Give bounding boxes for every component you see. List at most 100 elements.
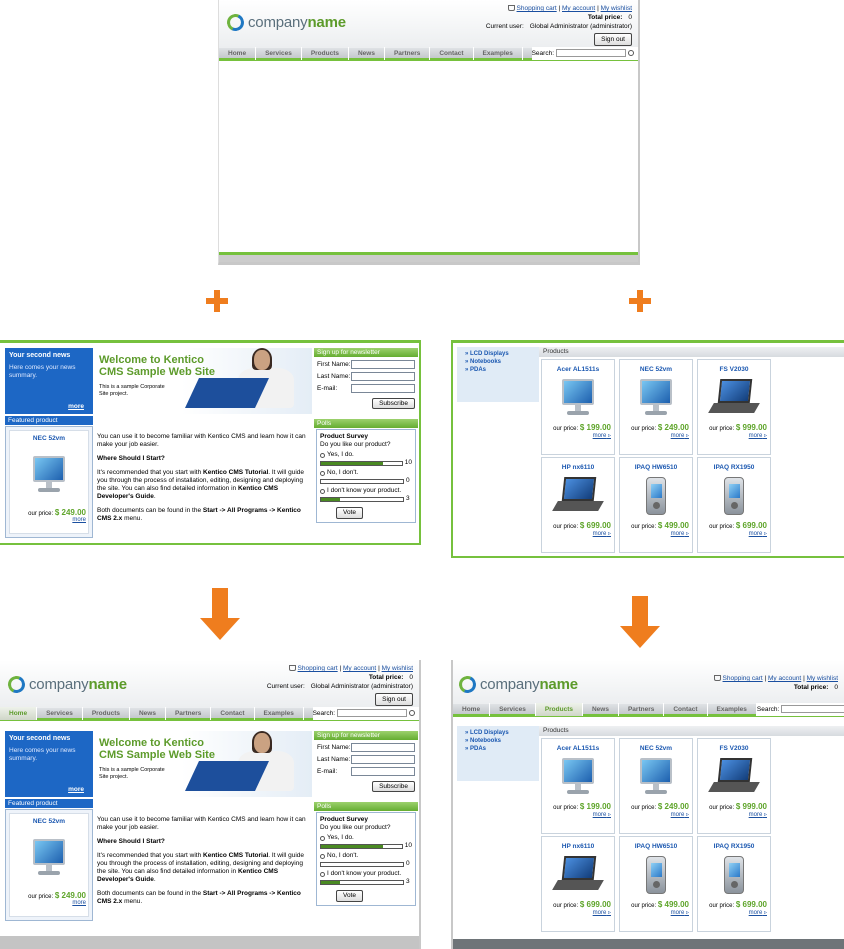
subscribe-button[interactable]: Subscribe — [372, 398, 415, 409]
vote-button[interactable]: Vote — [336, 507, 364, 519]
nav-news[interactable]: News — [349, 46, 385, 60]
search-icon[interactable] — [628, 50, 634, 56]
vote-button[interactable]: Vote — [336, 890, 364, 902]
product-more-link[interactable]: more ▹ — [748, 910, 767, 916]
category-notebooks[interactable]: » Notebooks — [465, 738, 502, 744]
product-more-link[interactable]: more ▹ — [592, 812, 611, 818]
product-name[interactable]: HP nx6110 — [561, 843, 595, 850]
shopping-cart-link[interactable]: Shopping cart — [722, 675, 763, 682]
last-name-input[interactable] — [351, 372, 415, 381]
nav-examples[interactable]: Examples — [474, 46, 523, 60]
category-lcd[interactable]: » LCD Displays — [465, 730, 509, 736]
nav-products[interactable]: Products — [83, 706, 130, 720]
subscribe-button[interactable]: Subscribe — [372, 781, 415, 792]
first-name-input[interactable] — [351, 360, 415, 369]
nav-news[interactable]: News — [583, 702, 619, 716]
search-input[interactable] — [337, 709, 407, 717]
sign-out-button[interactable]: Sign out — [594, 33, 632, 46]
category-lcd[interactable]: » LCD Displays — [465, 351, 509, 357]
product-name[interactable]: Acer AL1511s — [556, 366, 600, 373]
logo[interactable]: companyname — [224, 11, 346, 34]
nav-contact[interactable]: Contact — [211, 706, 255, 720]
product-name[interactable]: Acer AL1511s — [556, 745, 600, 752]
my-wishlist-link[interactable]: My wishlist — [381, 665, 413, 672]
search-input[interactable] — [781, 705, 844, 713]
nav-products[interactable]: Products — [302, 46, 349, 60]
first-name-input[interactable] — [351, 743, 415, 752]
product-name[interactable]: IPAQ RX1950 — [713, 843, 755, 850]
product-more-link[interactable]: more ▹ — [670, 812, 689, 818]
radio-yes[interactable] — [320, 835, 325, 841]
email-input[interactable] — [351, 767, 415, 776]
last-name-input[interactable] — [351, 755, 415, 764]
my-account-link[interactable]: My account — [768, 675, 802, 682]
radio-no[interactable] — [320, 853, 325, 859]
news-more-link[interactable]: more — [68, 403, 84, 410]
featured-more-link[interactable]: more — [72, 517, 86, 523]
nav-examples[interactable]: Examples — [708, 702, 757, 716]
logo[interactable]: companyname — [456, 673, 578, 696]
nav-services[interactable]: Services — [490, 702, 536, 716]
product-more-link[interactable]: more ▹ — [592, 433, 611, 439]
radio-dont-know[interactable] — [320, 871, 325, 877]
nav-products[interactable]: Products — [535, 702, 583, 716]
nav-partners[interactable]: Partners — [619, 702, 665, 716]
nav-home[interactable]: Home — [453, 702, 491, 716]
product-name[interactable]: IPAQ HW6510 — [634, 464, 678, 471]
featured-product[interactable]: NEC 52vm our price: $ 249.00 more — [5, 426, 93, 538]
nav-partners[interactable]: Partners — [166, 706, 212, 720]
nav-services[interactable]: Services — [256, 46, 302, 60]
radio-dont-know[interactable] — [320, 488, 325, 494]
product-name[interactable]: FS V2030 — [719, 366, 749, 373]
my-account-link[interactable]: My account — [562, 5, 596, 12]
product-more-link[interactable]: more ▹ — [592, 910, 611, 916]
product-more-link[interactable]: more ▹ — [748, 433, 767, 439]
product-name[interactable]: NEC 52vm — [639, 745, 673, 752]
nav-examples[interactable]: Examples — [255, 706, 304, 720]
product-name[interactable]: IPAQ HW6510 — [634, 843, 678, 850]
nav-home[interactable]: Home — [0, 706, 38, 720]
my-account-link[interactable]: My account — [343, 665, 377, 672]
news-more-link[interactable]: more — [68, 786, 84, 793]
product-more-link[interactable]: more ▹ — [670, 433, 689, 439]
product-name[interactable]: IPAQ RX1950 — [713, 464, 755, 471]
my-wishlist-link[interactable]: My wishlist — [806, 675, 838, 682]
radio-yes[interactable] — [320, 452, 325, 458]
featured-name[interactable]: NEC 52vm — [32, 435, 66, 442]
product-more-link[interactable]: more ▹ — [748, 812, 767, 818]
nav-contact[interactable]: Contact — [430, 46, 474, 60]
my-wishlist-link[interactable]: My wishlist — [600, 5, 632, 12]
category-pdas[interactable]: » PDAs — [465, 367, 487, 373]
product-more-link[interactable]: more ▹ — [670, 531, 689, 537]
product-more-link[interactable]: more ▹ — [670, 910, 689, 916]
product-name[interactable]: HP nx6110 — [561, 464, 595, 471]
product-name[interactable]: NEC 52vm — [639, 366, 673, 373]
nav-contact[interactable]: Contact — [664, 702, 708, 716]
featured-product[interactable]: NEC 52vm our price: $ 249.00 more — [5, 809, 93, 921]
product-name[interactable]: FS V2030 — [719, 745, 749, 752]
search-icon[interactable] — [409, 710, 415, 716]
shopping-cart-link[interactable]: Shopping cart — [516, 5, 557, 12]
product-more-link[interactable]: more ▹ — [592, 531, 611, 537]
search-input[interactable] — [556, 49, 626, 57]
logo[interactable]: companyname — [5, 673, 127, 696]
shopping-cart-link[interactable]: Shopping cart — [297, 665, 338, 672]
product-more-link[interactable]: more ▹ — [748, 531, 767, 537]
email-input[interactable] — [351, 384, 415, 393]
radio-no[interactable] — [320, 470, 325, 476]
nav-services[interactable]: Services — [37, 706, 83, 720]
category-pdas[interactable]: » PDAs — [465, 746, 487, 752]
category-notebooks[interactable]: » Notebooks — [465, 359, 502, 365]
